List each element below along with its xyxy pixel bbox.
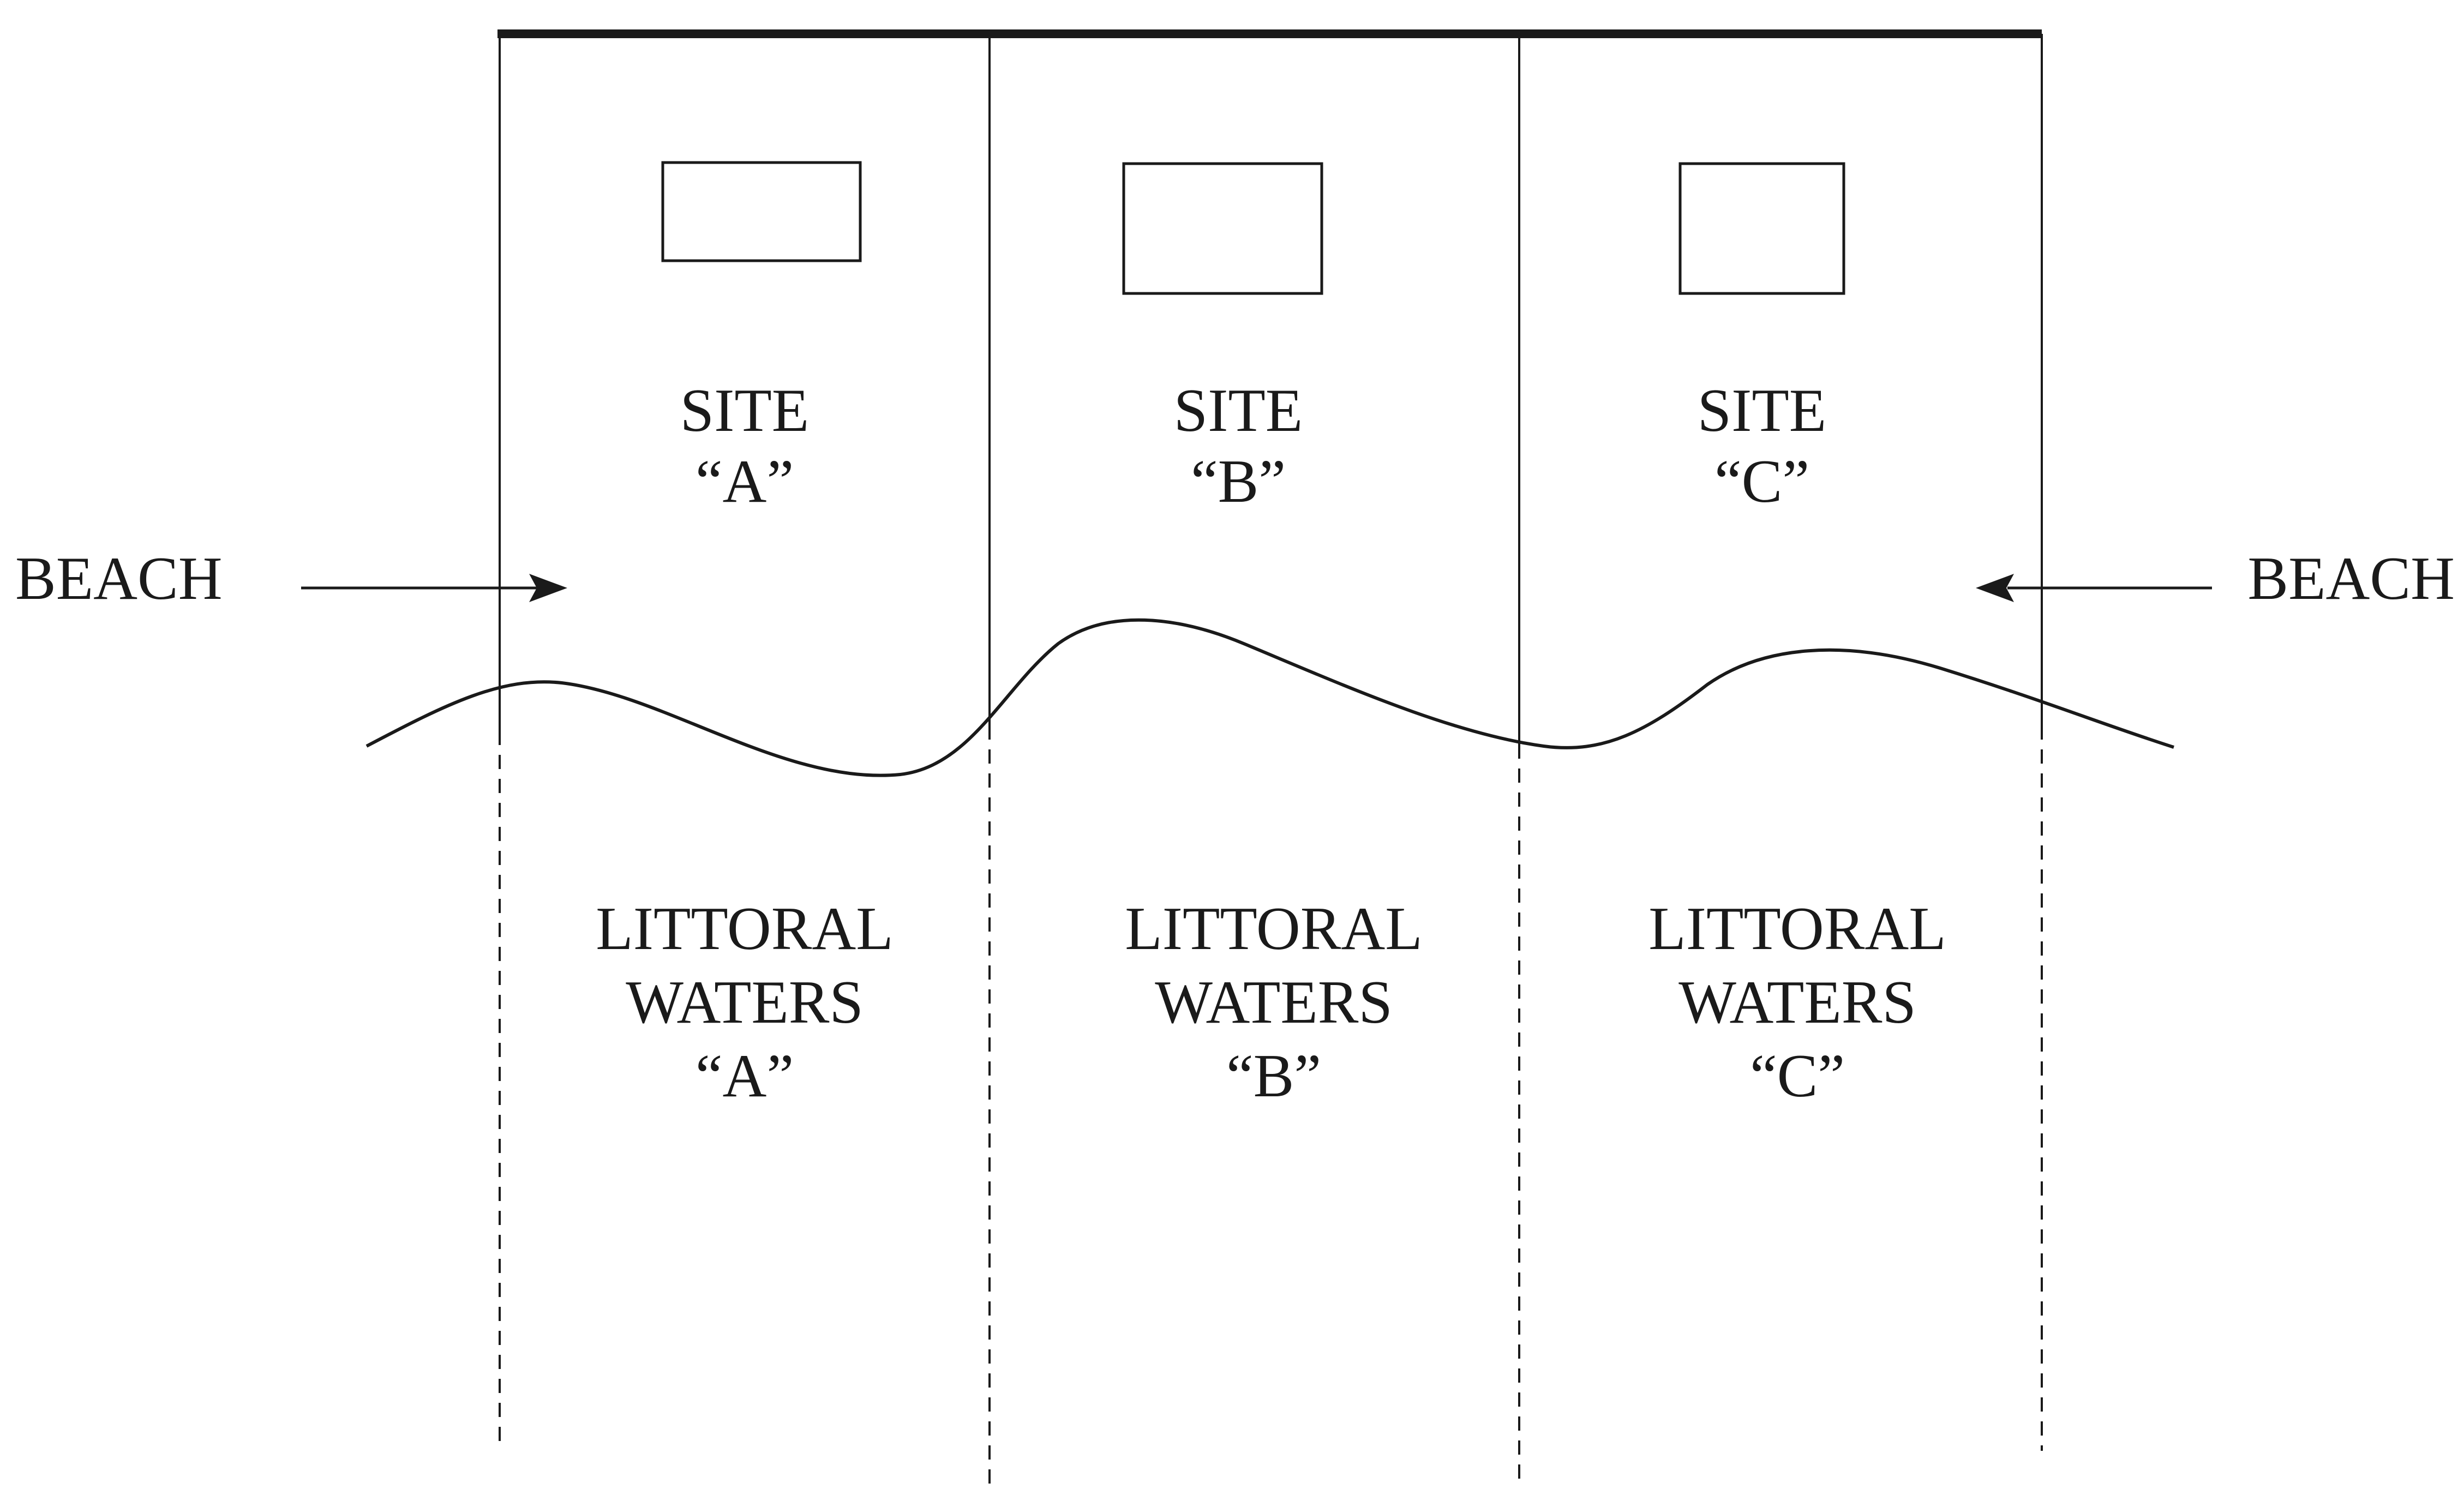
waters-b-id: “B”: [1226, 1042, 1321, 1110]
site-c-building: [1678, 162, 1845, 295]
site-b-building: [1122, 162, 1323, 295]
beach-label-right: BEACH: [2247, 545, 2455, 613]
waters-c-line1: LITTORAL: [1648, 895, 1946, 963]
waters-a-id: “A”: [696, 1042, 794, 1110]
site-a-label: SITE: [680, 377, 809, 445]
site-c-id: “C”: [1714, 448, 1809, 515]
waters-c-id: “C”: [1750, 1042, 1845, 1110]
beach-arrow-left: [301, 574, 567, 602]
waters-a-line1: LITTORAL: [596, 895, 893, 963]
waters-b-line2: WATERS: [1155, 969, 1393, 1036]
waters-b-line1: LITTORAL: [1125, 895, 1422, 963]
site-b-id: “B”: [1191, 448, 1286, 515]
beach-label-left: BEACH: [15, 545, 223, 613]
site-c-label: SITE: [1698, 377, 1826, 445]
beach-arrow-right: [1976, 574, 2212, 602]
site-b-label: SITE: [1174, 377, 1303, 445]
shoreline-wave: [365, 618, 2174, 777]
site-a-building: [661, 161, 862, 262]
site-a-id: “A”: [696, 448, 794, 515]
waters-c-line2: WATERS: [1678, 969, 1916, 1036]
waters-a-line2: WATERS: [626, 969, 864, 1036]
